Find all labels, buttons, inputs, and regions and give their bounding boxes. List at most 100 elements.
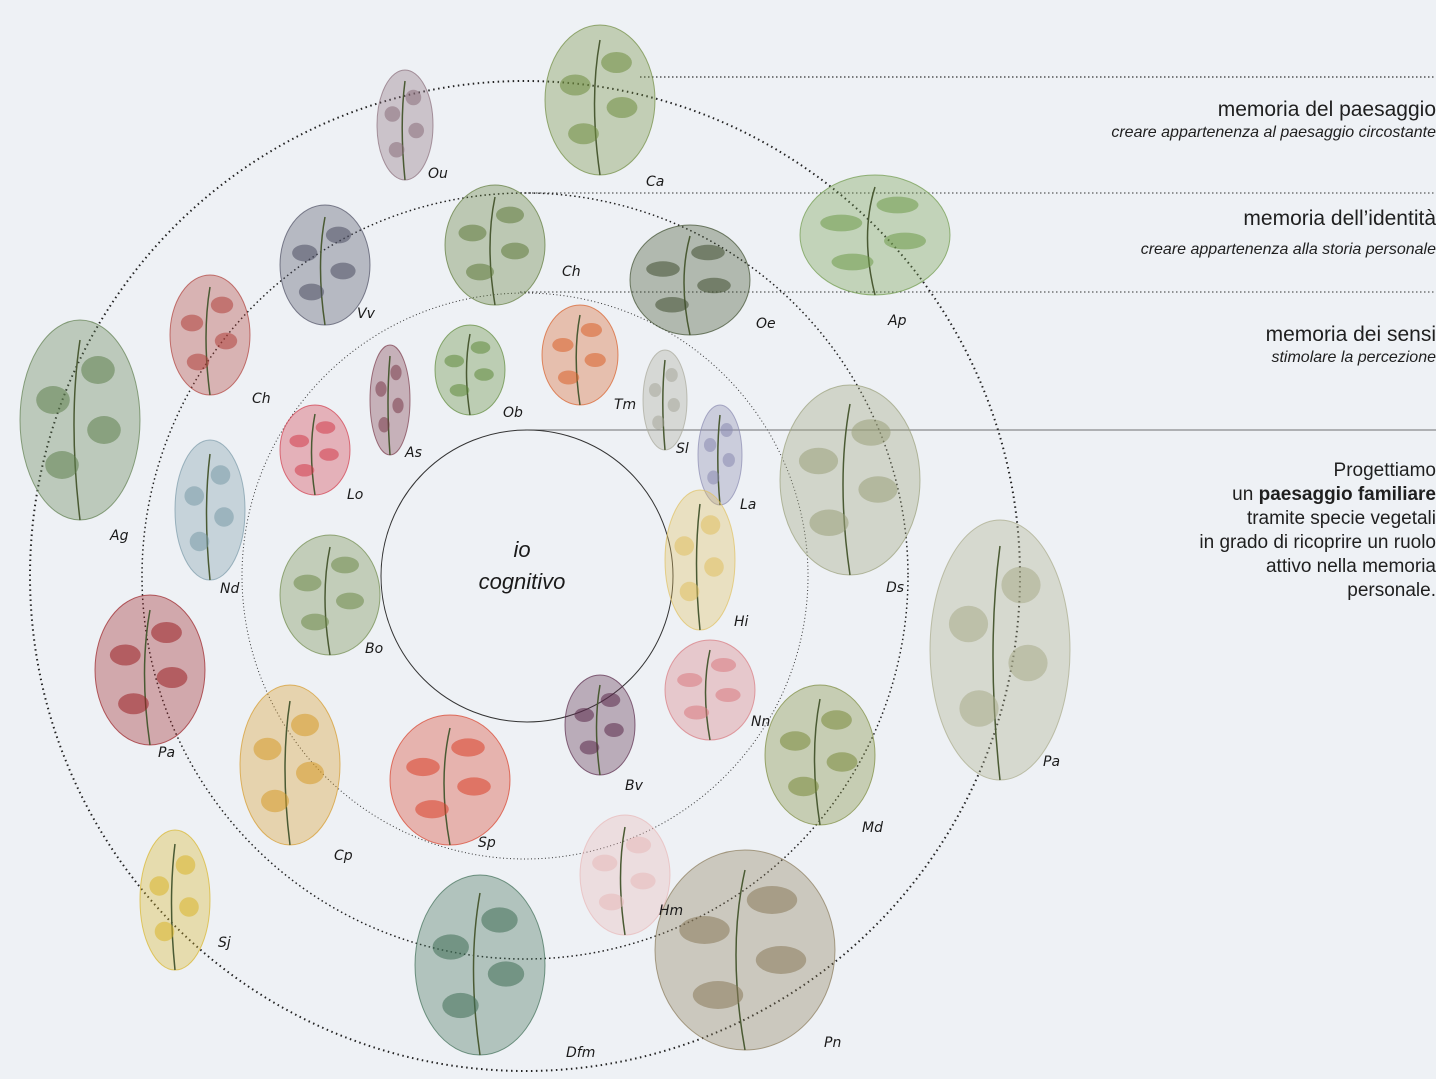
plant-leaf	[580, 741, 600, 755]
plant-leaf	[215, 333, 237, 350]
plant-nd-15: Nd	[175, 440, 245, 597]
plant-leaf	[680, 582, 700, 602]
plant-sj-5: Sj	[140, 830, 231, 970]
plant-illustration	[435, 325, 505, 415]
plant-leaf	[45, 451, 79, 479]
plant-leaf	[390, 365, 401, 380]
plant-illustration	[175, 440, 245, 580]
plant-leaf	[552, 338, 573, 352]
plant-leaf	[294, 575, 322, 592]
plant-as-24: As	[370, 345, 422, 461]
plant-illustration	[95, 595, 205, 745]
plant-leaf	[558, 371, 579, 385]
plant-label: Cp	[334, 848, 353, 864]
plant-illustration	[665, 640, 755, 740]
plant-illustration	[170, 275, 250, 395]
legend-senses-subtitle: stimolare la percezione	[1266, 348, 1436, 368]
legend-senses-title: memoria dei sensi	[1266, 322, 1436, 348]
plant-leaf	[607, 97, 638, 118]
plant-illustration	[545, 25, 655, 175]
plant-leaf	[474, 368, 494, 381]
plant-leaf	[408, 123, 424, 138]
plant-label: Ag	[109, 528, 129, 544]
plant-leaf	[568, 123, 599, 144]
plant-label: Lo	[347, 487, 363, 503]
plant-illustration	[542, 305, 618, 405]
plant-leaf	[701, 515, 721, 535]
plant-leaf	[646, 261, 680, 276]
plant-leaf	[118, 693, 149, 714]
plant-leaf	[319, 448, 339, 461]
plant-leaf	[296, 762, 324, 784]
plant-illustration	[780, 385, 920, 575]
plant-leaf	[649, 383, 661, 397]
legend-senses: memoria dei sensi stimolare la percezion…	[1266, 322, 1436, 368]
plant-leaf	[299, 284, 324, 301]
center-label-line1: io	[513, 537, 530, 562]
plant-leaf	[720, 423, 732, 437]
plant-leaf	[780, 731, 811, 751]
plant-leaf	[392, 398, 403, 413]
plant-leaf	[176, 855, 196, 875]
plant-illustration	[280, 535, 380, 655]
legend-landscape-title: memoria del paesaggio	[1111, 97, 1436, 123]
plant-illustration	[140, 830, 210, 970]
plant-leaf	[406, 90, 422, 105]
plant-leaf	[877, 197, 919, 214]
plant-leaf	[389, 142, 405, 157]
plant-label: Tm	[614, 397, 636, 413]
plant-leaf	[181, 315, 203, 332]
plant-leaf	[331, 557, 359, 574]
plant-leaf	[949, 606, 988, 642]
plant-bo-26: Bo	[280, 535, 383, 657]
plant-illustration	[240, 685, 340, 845]
center-label-line2: cognitivo	[479, 569, 566, 594]
plant-label: Sl	[676, 441, 689, 457]
plant-leaf	[799, 448, 838, 475]
plant-label: Vv	[357, 306, 376, 322]
plant-leaf	[851, 419, 890, 446]
plant-label: Ob	[503, 405, 523, 421]
plant-illustration	[630, 225, 750, 335]
plant-leaf	[704, 557, 724, 577]
plant-tm-20: Tm	[542, 305, 636, 413]
plant-leaf	[693, 981, 743, 1009]
plant-leaf	[684, 706, 709, 720]
statement-line6: personale.	[1116, 579, 1436, 603]
plant-leaf	[187, 354, 209, 371]
plant-label: Oe	[756, 316, 776, 332]
plant-leaf	[330, 263, 355, 280]
plant-leaf	[157, 667, 188, 688]
plant-ou-0: Ou	[377, 70, 448, 182]
plant-leaf	[442, 993, 478, 1018]
plant-leaf	[707, 471, 719, 485]
plant-hi-23: Hi	[665, 490, 749, 630]
plant-leaf	[433, 934, 469, 959]
plant-leaf	[501, 243, 529, 260]
plant-lo-25: Lo	[280, 405, 363, 503]
plant-illustration	[445, 185, 545, 305]
plant-label: Ch	[252, 391, 271, 407]
plant-leaf	[691, 245, 725, 260]
plant-leaf	[151, 622, 182, 643]
plant-leaf	[665, 368, 677, 382]
statement-line2: un paesaggio familiare	[1116, 483, 1436, 507]
plant-leaf	[326, 227, 351, 244]
plant-leaf	[36, 386, 70, 414]
plant-leaf	[444, 355, 464, 368]
plant-leaf	[466, 264, 494, 281]
plant-leaf	[560, 75, 591, 96]
plant-label: Pn	[824, 1035, 841, 1051]
plant-leaf	[295, 464, 315, 477]
plant-leaf	[655, 297, 689, 312]
plant-bv-27: Bv	[565, 675, 644, 794]
plant-pn-7: Pn	[655, 850, 841, 1051]
plant-label: La	[740, 497, 756, 513]
plant-leaf	[214, 507, 234, 527]
plant-leaf	[496, 207, 524, 224]
plant-leaf	[626, 837, 651, 854]
plant-label: Pa	[1043, 754, 1060, 770]
plant-illustration	[655, 850, 835, 1050]
plant-label: Ch	[562, 264, 581, 280]
plant-label: Hm	[659, 903, 683, 919]
